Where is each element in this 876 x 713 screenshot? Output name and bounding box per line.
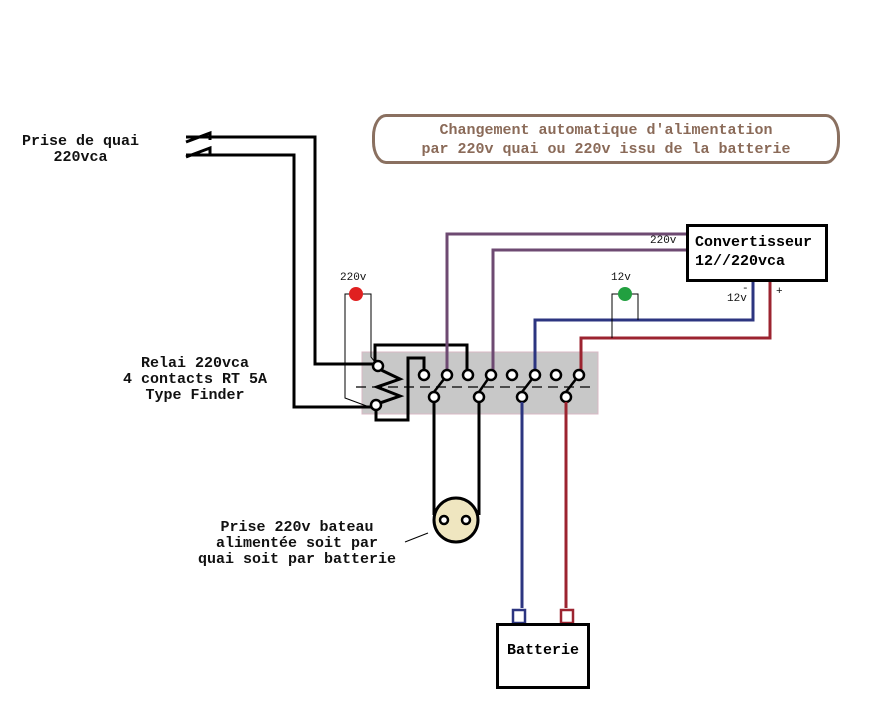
- boat-outlet-label: Prise 220v bateau alimentée soit par qua…: [172, 520, 422, 568]
- indicator-220v-label: 220v: [340, 272, 367, 284]
- relay-label: Relai 220vca 4 contacts RT 5A Type Finde…: [110, 356, 280, 404]
- diagram-title: Changement automatique d'alimentation pa…: [372, 114, 840, 164]
- relay-contacts: [417, 368, 586, 404]
- indicator-12v-lamp: [618, 287, 632, 301]
- shore-power-wires: [186, 135, 380, 409]
- battery-negative-terminal: [511, 608, 527, 625]
- contact-3: [505, 368, 542, 404]
- battery-positive-terminal: [559, 608, 575, 625]
- indicator-220v-lamp: [349, 287, 363, 301]
- shore-power-label-line-2: 220vca: [53, 149, 108, 166]
- converter-box: Convertisseur 12//220vca: [686, 224, 828, 282]
- battery-box: Batterie: [496, 623, 590, 689]
- outlet-wires: [432, 402, 481, 515]
- converter-plus-label: +: [776, 286, 783, 298]
- relay-label-line-1: Relai 220vca: [140, 355, 250, 372]
- shore-power-label-line-1: Prise de quai: [22, 133, 140, 150]
- title-line-2: par 220v quai ou 220v issu de la batteri…: [421, 141, 791, 158]
- title-line-1: Changement automatique d'alimentation: [439, 122, 773, 139]
- converter-minus-label: -: [742, 283, 749, 295]
- boat-outlet-label-line-3: quai soit par batterie: [197, 551, 397, 568]
- relay-label-line-2: 4 contacts RT 5A: [122, 371, 268, 388]
- boat-outlet-label-line-2: alimentée soit par: [215, 535, 379, 552]
- contact-1: [417, 368, 454, 404]
- contact-4: [549, 368, 586, 404]
- boat-outlet-label-line-1: Prise 220v bateau: [220, 519, 374, 536]
- wire-12v-positive: [579, 282, 772, 372]
- converter-output-label: 220v: [650, 235, 677, 247]
- converter-label-line-2: 12//220vca: [695, 253, 786, 270]
- relay-label-line-3: Type Finder: [145, 387, 245, 404]
- indicator-12v-wires: [611, 293, 639, 338]
- coil-terminal: [371, 359, 385, 373]
- converter-220v-wires: [445, 232, 686, 372]
- relay-internal-links: [373, 343, 469, 422]
- indicator-12v-label: 12v: [611, 272, 631, 284]
- wire-12v-negative: [533, 282, 755, 372]
- coil-terminal: [369, 398, 383, 412]
- contact-2: [461, 368, 498, 404]
- shore-power-label: Prise de quai 220vca: [22, 134, 139, 166]
- converter-12v-label: 12v: [727, 293, 747, 305]
- battery-label: Batterie: [507, 642, 580, 659]
- converter-label-line-1: Convertisseur: [695, 234, 813, 251]
- outlet-leader-line: [404, 532, 429, 543]
- boat-outlet-icon: [432, 496, 480, 544]
- relay-coil-icon: [372, 366, 405, 406]
